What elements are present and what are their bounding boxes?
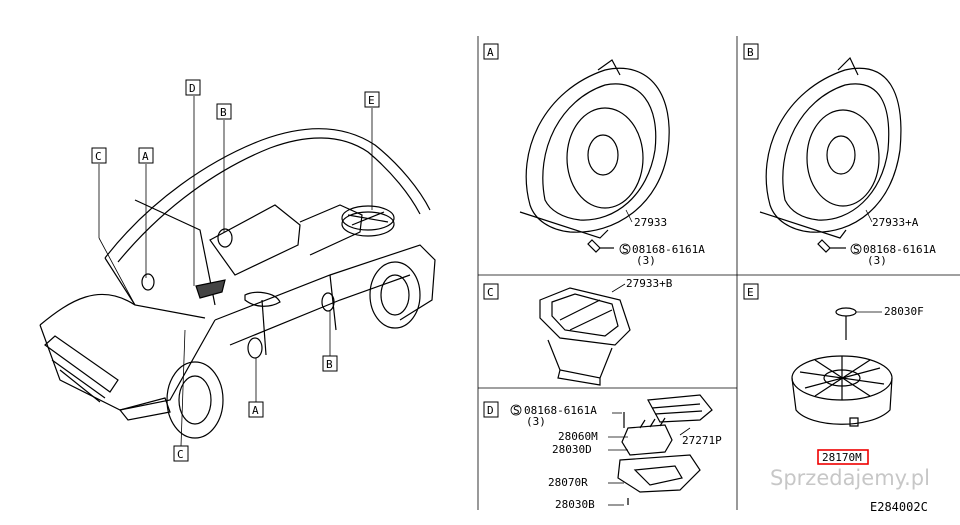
tweeter-illustration <box>539 287 631 386</box>
screw-qty-b: (3) <box>867 254 887 267</box>
panel-a: A 27933 S 08168-6161A (3) <box>483 43 705 267</box>
screw-qty-d: (3) <box>526 415 546 428</box>
callout-B-bottom: B <box>326 358 333 371</box>
part-number-28030d: 28030D <box>552 443 592 456</box>
subwoofer-illustration <box>791 355 893 427</box>
car-illustration <box>39 128 436 439</box>
s-symbol-a: S <box>622 243 629 256</box>
part-number-28030f: 28030F <box>884 305 924 318</box>
amplifier-module-illustration <box>617 394 713 505</box>
part-number-27933: 27933 <box>634 216 667 229</box>
callout-A-bottom: A <box>252 404 259 417</box>
callout-D-top: D <box>189 82 196 95</box>
bolt-illustration <box>835 307 857 340</box>
screw-b <box>817 239 846 253</box>
panel-c-label: C <box>487 286 494 299</box>
part-number-28030b: 28030B <box>555 498 595 511</box>
panel-b-label: B <box>747 46 754 59</box>
door-speaker-illustration-b <box>759 56 902 239</box>
panel-a-label: A <box>487 46 494 59</box>
part-number-screw-b: 08168-6161A <box>863 243 936 256</box>
car-callout-lines <box>98 96 373 447</box>
part-number-screw-a: 08168-6161A <box>632 243 705 256</box>
callout-E-top: E <box>368 94 375 107</box>
sub-part-highlight <box>817 449 869 465</box>
screw-a <box>587 239 614 253</box>
diagram-code: E284002C <box>870 500 928 514</box>
panel-d: D S 08168-6161A (3) 28060M 28030D 27271P… <box>483 394 722 511</box>
callout-C-bottom: C <box>177 448 184 461</box>
panel-d-label: D <box>487 404 494 417</box>
panel-grid <box>477 36 960 510</box>
part-number-27933a: 27933+A <box>872 216 919 229</box>
part-number-28170m: 28170M <box>822 451 862 464</box>
callout-C-top: C <box>95 150 102 163</box>
part-number-28060m: 28060M <box>558 430 598 443</box>
door-speaker-illustration-a <box>519 59 670 239</box>
panel-c: C 27933+B <box>483 277 673 386</box>
car-callout-boxes: D B E C A B A C <box>91 79 380 462</box>
s-symbol-d: S <box>513 404 520 417</box>
callout-B-top: B <box>220 106 227 119</box>
part-number-28070r: 28070R <box>548 476 588 489</box>
watermark-logo: Sprzedajemy.pl <box>770 466 930 490</box>
s-symbol-b: S <box>853 243 860 256</box>
panel-e-label: E <box>747 286 754 299</box>
panel-e: E 28030F 28170M <box>743 283 924 465</box>
part-number-screw-d: 08168-6161A <box>524 404 597 417</box>
callout-A-top: A <box>142 150 149 163</box>
part-number-27271p: 27271P <box>682 434 722 447</box>
panel-b: B 27933+A S 08168-6161A (3) <box>743 43 936 267</box>
part-number-27933b: 27933+B <box>626 277 673 290</box>
screw-qty-a: (3) <box>636 254 656 267</box>
